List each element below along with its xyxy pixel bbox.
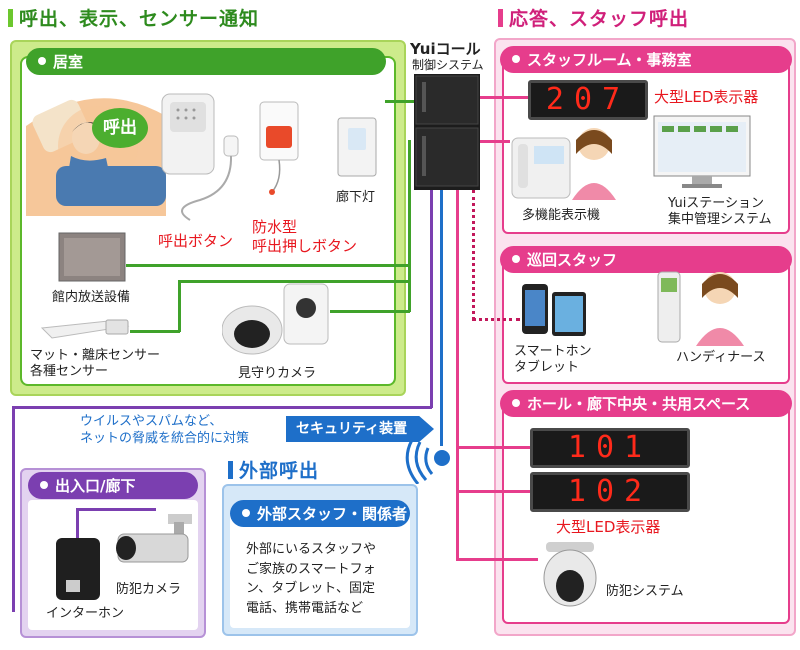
call-button-label: 呼出ボタン [158, 232, 234, 250]
broadcast-label: 館内放送設備 [52, 290, 131, 305]
security-dome-camera-icon [543, 542, 597, 607]
wire-trunk [408, 140, 411, 312]
display-phone-icon [511, 128, 616, 200]
wire-patrol-dotted [472, 190, 475, 320]
wire-purple-top [12, 406, 432, 409]
wire-led-102 [456, 490, 530, 493]
left-section-title: 呼出、表示、センサー通知 [8, 4, 259, 31]
wire-pink-trunk [456, 190, 459, 560]
security-camera-icon [116, 514, 192, 563]
security-system-label: 防犯システム [606, 584, 684, 599]
yui-station-label: Yuiステーション 集中管理システム [668, 196, 772, 228]
staff-room-pill: スタッフルーム・事務室 [500, 46, 792, 73]
waterproof-button-label: 防水型 呼出押しボタン [252, 218, 358, 255]
wire-led-101 [456, 446, 530, 449]
wire-dome [456, 558, 538, 561]
security-note: ウイルスやスパムなど、 ネットの脅威を統合的に対策 [80, 414, 250, 446]
intercom-label: インターホン [46, 606, 125, 621]
led-102: 102 [530, 472, 690, 512]
external-title: 外部呼出 [228, 456, 319, 483]
right-section-title: 応答、スタッフ呼出 [498, 4, 689, 31]
security-camera-label: 防犯カメラ [116, 582, 182, 597]
wire-broadcast [126, 264, 408, 267]
call-bubble: 呼出 [92, 108, 148, 148]
smartphone-label: スマートホン タブレット [514, 344, 592, 376]
patrol-pill: 巡回スタッフ [500, 246, 792, 273]
entrance-pill: 出入口/廊下 [28, 472, 198, 499]
wire-blue-up [440, 190, 443, 446]
wire-purple-up [430, 190, 433, 408]
intercom-icon [56, 538, 100, 600]
watch-camera-icon [222, 283, 329, 355]
waterproof-button-icon [259, 101, 299, 195]
wire-mat [130, 330, 180, 333]
corridor-light-label: 廊下灯 [336, 190, 376, 205]
wire-intercom [76, 508, 79, 538]
hall-pill: ホール・廊下中央・共用スペース [500, 390, 792, 417]
patrol-panel [502, 258, 790, 384]
display-phone-label: 多機能表示機 [522, 208, 601, 223]
smartphone-tablet-icon [522, 284, 586, 336]
broadcast-speaker-icon [58, 232, 126, 282]
wire-purple-left [12, 406, 15, 612]
wire-light [385, 100, 415, 103]
patient-in-bed-illustration [26, 98, 166, 216]
wire-intercom-h [76, 508, 156, 511]
call-unit-icon [161, 93, 239, 221]
wire-camera [330, 310, 410, 313]
yui-station-monitor-icon [653, 115, 751, 188]
hall-led-label: 大型LED表示器 [556, 518, 661, 536]
external-pill: 外部スタッフ・関係者 [230, 500, 410, 527]
controller-brand: Yuiコール [410, 40, 481, 58]
mat-sensor-icon [40, 319, 130, 339]
handy-nurse-label: ハンディナース [676, 350, 766, 365]
controller-unit-icon [414, 74, 480, 190]
corridor-light-icon [337, 117, 377, 177]
led-101: 101 [530, 428, 690, 468]
external-inner [230, 512, 410, 628]
wire-mat-v [178, 280, 181, 332]
staff-led-label: 大型LED表示器 [654, 88, 759, 106]
external-description: 外部にいるスタッフや ご家族のスマートフォ ン、タブレット、固定 電話、携帯電話… [246, 542, 377, 616]
led-207: 207 [528, 80, 648, 120]
security-device-badge: セキュリティ装置 [286, 416, 434, 442]
wireless-signal-icon [405, 440, 450, 484]
wire-mat-h [178, 280, 410, 283]
mat-sensor-label: マット・離床センサー 各種センサー [30, 348, 161, 380]
wire-phone [480, 140, 510, 143]
wire-led-207 [480, 96, 528, 99]
wire-patrol-dotted-h [472, 318, 520, 321]
watch-camera-label: 見守りカメラ [238, 366, 317, 381]
controller-label: 制御システム [412, 58, 484, 72]
handy-nurse-icon [657, 271, 744, 346]
room-pill: 居室 [26, 48, 386, 75]
